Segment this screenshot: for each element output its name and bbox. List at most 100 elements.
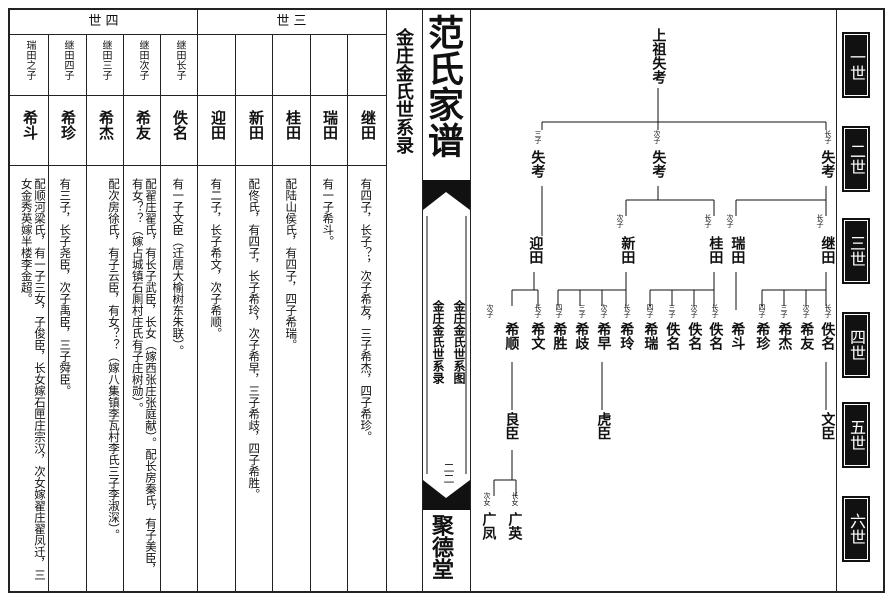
table-rule — [10, 34, 386, 35]
tree-relation-label: 三子 — [780, 304, 788, 318]
tree-node: 广凤 — [480, 512, 497, 540]
table-right-border — [386, 10, 387, 591]
relation-label: 继田三子 — [100, 40, 111, 80]
tree-node: 希歧 — [573, 322, 590, 350]
tree-relation-label: 次子 — [690, 304, 698, 318]
member-name: 新田 — [247, 110, 265, 140]
tree-relation-label: 长子 — [824, 130, 832, 144]
tree-relation-label: 长子 — [704, 214, 712, 228]
column-divider — [347, 34, 348, 591]
member-name: 希友 — [134, 110, 152, 140]
tree-node: 希杰 — [776, 322, 793, 350]
tree-node: 失考 — [819, 150, 836, 178]
generation-3-header: 世 三 — [276, 14, 307, 29]
tree-node: 桂田 — [707, 236, 724, 264]
member-note: 有一子希斗。 — [321, 178, 336, 247]
tree-node: 佚名 — [819, 322, 836, 350]
table-rule — [10, 165, 386, 166]
member-note: 配次房徐氏，有子云臣，有女？？（嫁八集镇李瓦村李氏三子李淑深）。 — [107, 178, 121, 541]
tree-node: 希胜 — [551, 322, 568, 350]
tree-relation-label: 四子 — [555, 304, 563, 318]
tree-relation-label: 三子 — [578, 304, 586, 318]
tree-node: 希顺 — [503, 322, 520, 350]
generation-divider — [197, 10, 198, 591]
member-note: 配佟氏，有四子，长子希玲，次子希早，三子希歧，四子希胜。 — [247, 178, 262, 500]
member-note: 配陆山侯氏，有四子，四子希瑞。 — [284, 178, 299, 351]
member-note: 配翟庄翟氏，有长子武臣，长女（嫁西张庄张庭献）。配长房秦氏，有子美臣，有女？？（… — [130, 178, 158, 575]
generation-badge: 二世 — [842, 126, 870, 192]
tree-relation-label: 长女 — [511, 492, 519, 506]
page-frame — [8, 8, 885, 593]
tree-node-root: 上祖失考 — [650, 28, 667, 84]
page-number: 二二 — [442, 462, 455, 484]
tree-relation-label: 次子 — [600, 304, 608, 318]
tree-relation-label: 次子 — [486, 304, 494, 318]
tree-relation-label: 长子 — [534, 304, 542, 318]
tree-relation-label: 次女 — [483, 492, 491, 506]
generation-badge: 六世 — [842, 496, 870, 562]
tree-relation-label: 长子 — [824, 304, 832, 318]
spine-ribbon — [423, 180, 470, 510]
tree-node: 新田 — [619, 236, 636, 264]
tree-node: 文臣 — [819, 412, 836, 440]
member-name: 继田 — [359, 110, 377, 140]
badge-column-border — [836, 10, 837, 591]
tree-node: 希珍 — [754, 322, 771, 350]
tree-relation-label: 长子 — [711, 304, 719, 318]
tree-node: 希瑞 — [642, 322, 659, 350]
member-note: 有三子，长子尧臣，次子禹臣，三子舜臣。 — [58, 178, 73, 397]
tree-node: 希斗 — [729, 322, 746, 350]
tree-relation-label: 长子 — [816, 214, 824, 228]
tree-node: 继田 — [819, 236, 836, 264]
hall-name: 聚德堂 — [428, 514, 454, 580]
member-name: 瑞田 — [321, 110, 339, 140]
column-divider — [272, 34, 273, 591]
relation-label: 瑞田之子 — [24, 40, 35, 80]
generation-4-header: 世 四 — [88, 14, 119, 29]
tree-relation-label: 四子 — [646, 304, 654, 318]
tree-relation-label: 次子 — [653, 130, 661, 144]
member-name: 桂田 — [284, 110, 302, 140]
member-note: 配顺河梁氏，有一子三女，子俊臣，长女嫁石匣庄宗汉，次女嫁翟庄翟凤迁，三女金秀英嫁… — [19, 178, 47, 581]
tree-relation-label: 次子 — [616, 214, 624, 228]
spine-subtitle: 金庄金氏世系录 — [431, 300, 445, 384]
spine-subtitle: 金庄金氏世系图 — [452, 300, 466, 384]
tree-node: 失考 — [529, 150, 546, 178]
member-name: 佚名 — [171, 110, 189, 140]
column-divider — [123, 34, 124, 591]
series-title: 金庄金氏世系录 — [393, 28, 414, 154]
tree-node: 希文 — [529, 322, 546, 350]
column-divider — [86, 34, 87, 591]
tree-node: 希友 — [798, 322, 815, 350]
tree-node: 佚名 — [686, 322, 703, 350]
tree-relation-label: 次子 — [726, 214, 734, 228]
relation-label: 继田长子 — [174, 40, 185, 80]
tree-node: 瑞田 — [729, 236, 746, 264]
spine-border — [470, 10, 471, 591]
main-title: 范氏家谱 — [422, 14, 464, 158]
tree-node: 失考 — [650, 150, 667, 178]
tree-node: 虎臣 — [595, 412, 612, 440]
member-name: 希杰 — [97, 110, 115, 140]
member-note: 有二子，长子希文，次子希顺。 — [209, 178, 224, 339]
tree-node: 广英 — [506, 512, 523, 540]
tree-connectors — [493, 88, 827, 496]
tree-node: 迎田 — [527, 236, 544, 264]
tree-node: 佚名 — [664, 322, 681, 350]
generation-badge: 三世 — [842, 218, 870, 284]
generation-badge: 五世 — [842, 402, 870, 468]
tree-node: 希玲 — [618, 322, 635, 350]
column-divider — [48, 34, 49, 591]
tree-relation-label: 三子 — [668, 304, 676, 318]
tree-node: 佚名 — [707, 322, 724, 350]
column-divider — [310, 34, 311, 591]
relation-label: 继田次子 — [137, 40, 148, 80]
generation-badge: 四世 — [842, 312, 870, 378]
spine-border — [422, 10, 423, 591]
column-divider — [235, 34, 236, 591]
member-name: 迎田 — [209, 110, 227, 140]
member-note: 有一子文臣（迁居大榆树东朱联）。 — [171, 178, 186, 357]
relation-label: 继田四子 — [62, 40, 73, 80]
table-rule — [10, 95, 386, 96]
tree-node: 希早 — [595, 322, 612, 350]
